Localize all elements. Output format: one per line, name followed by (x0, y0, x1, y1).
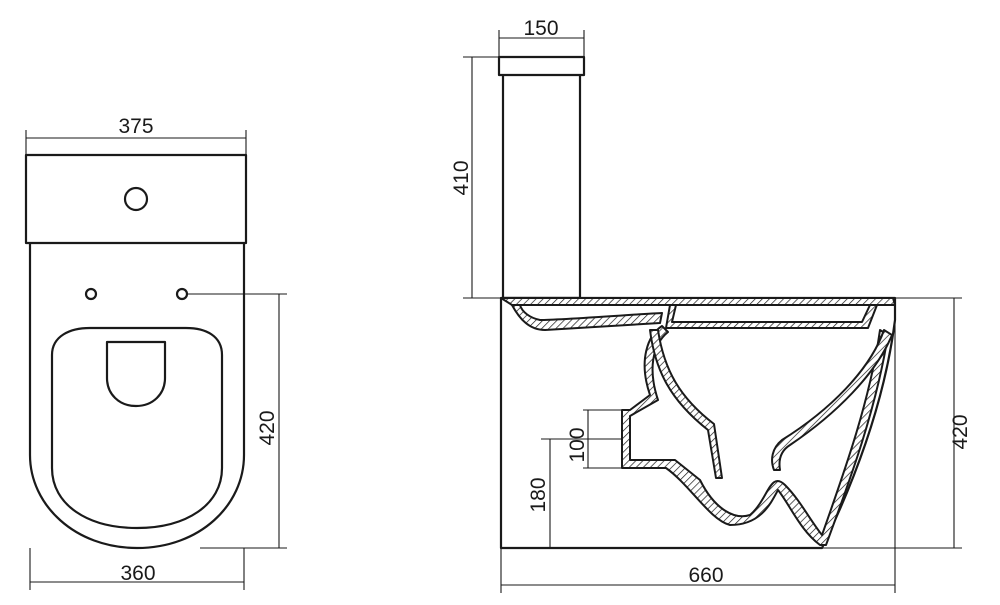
flush-button-icon (123, 186, 149, 212)
dim-front-width-top: 375 (25, 115, 247, 155)
dim-outlet-height-label: 100 (566, 427, 589, 462)
dim-front-width-bottom-label: 360 (120, 562, 155, 585)
dim-bowl-height: 420 (822, 297, 972, 549)
dim-front-height: 420 (187, 293, 287, 549)
side-top-shell (500, 297, 896, 306)
side-bowl-wall (771, 329, 893, 471)
dim-front-width-bottom: 360 (29, 548, 245, 590)
front-view: 375 360 420 (24, 115, 287, 590)
front-bowl (28, 243, 246, 550)
side-view: 150 410 100 180 420 (450, 17, 972, 593)
dim-bowl-height-label: 420 (949, 414, 972, 449)
dim-tank-height: 410 (450, 56, 501, 299)
side-trap-inner (649, 329, 723, 479)
dim-outlet-elevation: 180 (527, 438, 622, 548)
front-tank (24, 153, 248, 245)
dim-side-length: 660 (500, 305, 896, 593)
dim-tank-height-label: 410 (450, 160, 473, 195)
dim-tank-width-label: 150 (523, 17, 558, 40)
front-seat (50, 326, 224, 530)
side-tank-body (501, 75, 582, 300)
side-tank-lid (497, 55, 586, 77)
dim-front-height-label: 420 (256, 410, 279, 445)
dim-outlet-elevation-label: 180 (527, 477, 550, 512)
side-rim-front (665, 304, 878, 329)
mount-hole-left (84, 287, 98, 301)
dim-front-width-top-label: 375 (118, 115, 153, 138)
dim-tank-width: 150 (498, 17, 585, 57)
side-rim-lip (511, 304, 663, 331)
mount-hole-right (175, 287, 189, 301)
front-bowl-opening (105, 340, 167, 408)
dim-side-length-label: 660 (688, 564, 723, 587)
